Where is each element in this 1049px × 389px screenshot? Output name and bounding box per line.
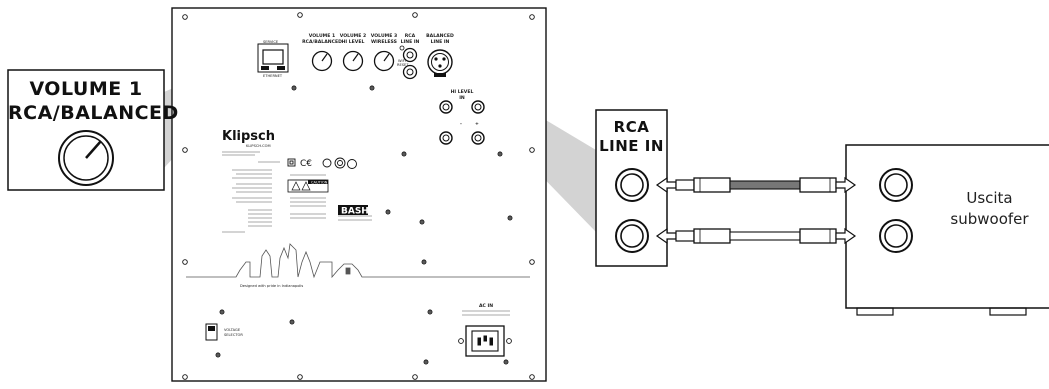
ac-in-label: AC IN: [479, 303, 493, 309]
label-balanced-a: BALANCED: [426, 33, 454, 39]
voltage-label-b: SELECTOR: [224, 333, 243, 337]
volume-callout-label: VOLUME 1 RCA/BALANCED: [8, 77, 164, 125]
rca-cable-bottom: [657, 229, 855, 243]
label-service: SERVICE: [263, 40, 279, 44]
rca-cable-top: [657, 178, 855, 192]
label-volume3-a: VOLUME 3: [371, 33, 397, 39]
label-hilevel-a: HI LEVEL: [451, 89, 474, 95]
rca-box-label: RCA LINE IN: [596, 118, 667, 156]
label-rca-b: LINE IN: [401, 39, 420, 45]
designed-text: Designed with pride in Indianapolis: [240, 284, 303, 288]
brand-url: KLIPSCH.COM: [246, 144, 271, 148]
bash-logo: BASH: [341, 207, 369, 217]
receiver-unit: [846, 145, 1049, 315]
caution-text: CAUTION: [311, 181, 328, 185]
rca-box-line2: LINE IN: [596, 137, 667, 156]
rca-box-line1: RCA: [596, 118, 667, 137]
volume-callout-line2: RCA/BALANCED: [8, 101, 164, 125]
voltage-switch-lever: [208, 326, 215, 331]
brand-logo: Klipsch: [222, 129, 275, 144]
label-hilevel-b: IN: [459, 95, 465, 101]
ac-inlet-icon: [459, 326, 512, 356]
label-volume3-b: WIRELESS: [371, 39, 397, 45]
label-ethernet: ETHERNET: [263, 74, 283, 78]
volume-callout-line1: VOLUME 1: [8, 77, 164, 101]
receiver-label: Uscita subwoofer: [930, 188, 1049, 230]
receiver-foot-right: [990, 308, 1026, 315]
label-volume1-b: RCA/BALANCED: [302, 39, 342, 45]
label-plus: +: [475, 121, 479, 127]
label-rca-a: RCA: [405, 33, 416, 39]
receiver-line1: Uscita: [930, 188, 1049, 209]
receiver-line2: subwoofer: [930, 209, 1049, 230]
label-minus: -: [460, 122, 462, 127]
receiver-foot-left: [857, 308, 893, 315]
volume2-knob-icon: [344, 52, 363, 71]
label-volume2-b: HI LEVEL: [342, 39, 365, 45]
volume3-knob-icon: [375, 52, 394, 71]
voltage-label-a: VOLTAGE: [224, 328, 241, 332]
label-volume1-a: VOLUME 1: [309, 33, 335, 39]
amplifier-panel: SERVICE ETHERNET VOLUME 1 RCA/BALANCED V…: [172, 8, 546, 381]
label-volume2-a: VOLUME 2: [340, 33, 366, 39]
volume1-knob-icon: [313, 52, 332, 71]
label-balanced-b: LINE IN: [431, 39, 450, 45]
ce-mark: C€: [300, 159, 312, 169]
